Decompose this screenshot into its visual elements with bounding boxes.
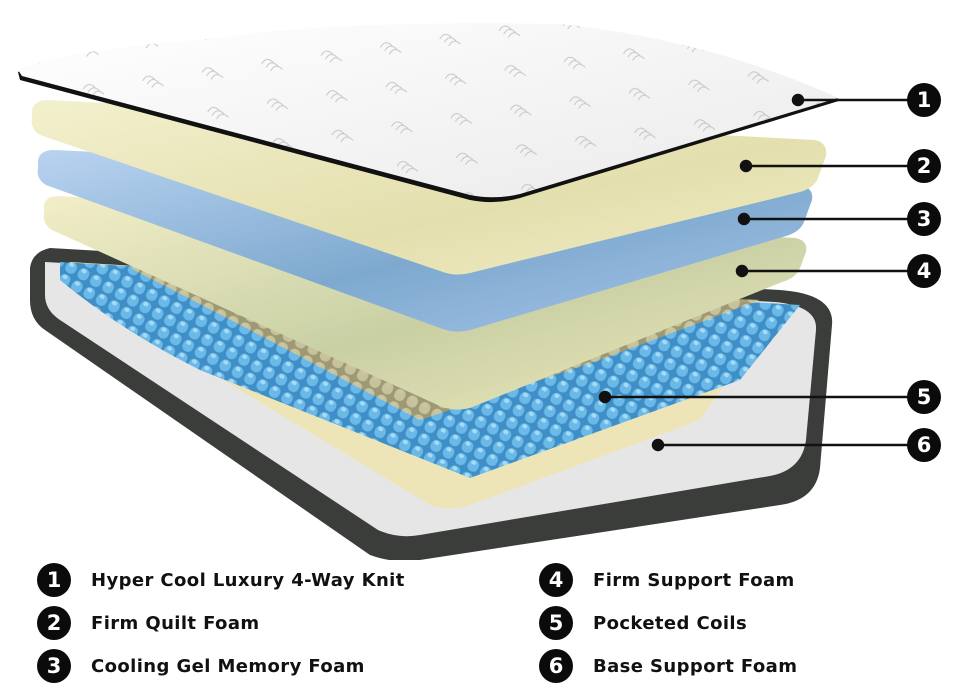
legend-badge-1: 1 [37,563,71,597]
legend-item-1: 1 Hyper Cool Luxury 4-Way Knit [37,563,405,597]
layer-legend: 1 Hyper Cool Luxury 4-Way Knit 2 Firm Qu… [0,560,959,700]
callout-lines [598,93,910,452]
legend-label-1: Hyper Cool Luxury 4-Way Knit [91,569,405,591]
legend-item-6: 6 Base Support Foam [539,649,797,683]
number-badge-1: 1 [907,83,941,117]
legend-item-4: 4 Firm Support Foam [539,563,795,597]
legend-item-5: 5 Pocketed Coils [539,606,747,640]
legend-badge-5: 5 [539,606,573,640]
legend-label-6: Base Support Foam [593,655,798,677]
legend-label-3: Cooling Gel Memory Foam [91,655,365,677]
number-badge-3: 3 [907,202,941,236]
number-badge-4: 4 [907,254,941,288]
legend-badge-4: 4 [539,563,573,597]
legend-item-2: 2 Firm Quilt Foam [37,606,260,640]
legend-badge-6: 6 [539,649,573,683]
mattress-layer-diagram [18,23,910,560]
number-badge-5: 5 [907,380,941,414]
number-badge-6: 6 [907,428,941,462]
knit-cover-layer [18,23,842,203]
legend-label-2: Firm Quilt Foam [91,612,260,634]
legend-badge-2: 2 [37,606,71,640]
legend-label-5: Pocketed Coils [593,612,748,634]
legend-label-4: Firm Support Foam [593,569,795,591]
legend-badge-3: 3 [37,649,71,683]
legend-item-3: 3 Cooling Gel Memory Foam [37,649,365,683]
number-badge-2: 2 [907,149,941,183]
